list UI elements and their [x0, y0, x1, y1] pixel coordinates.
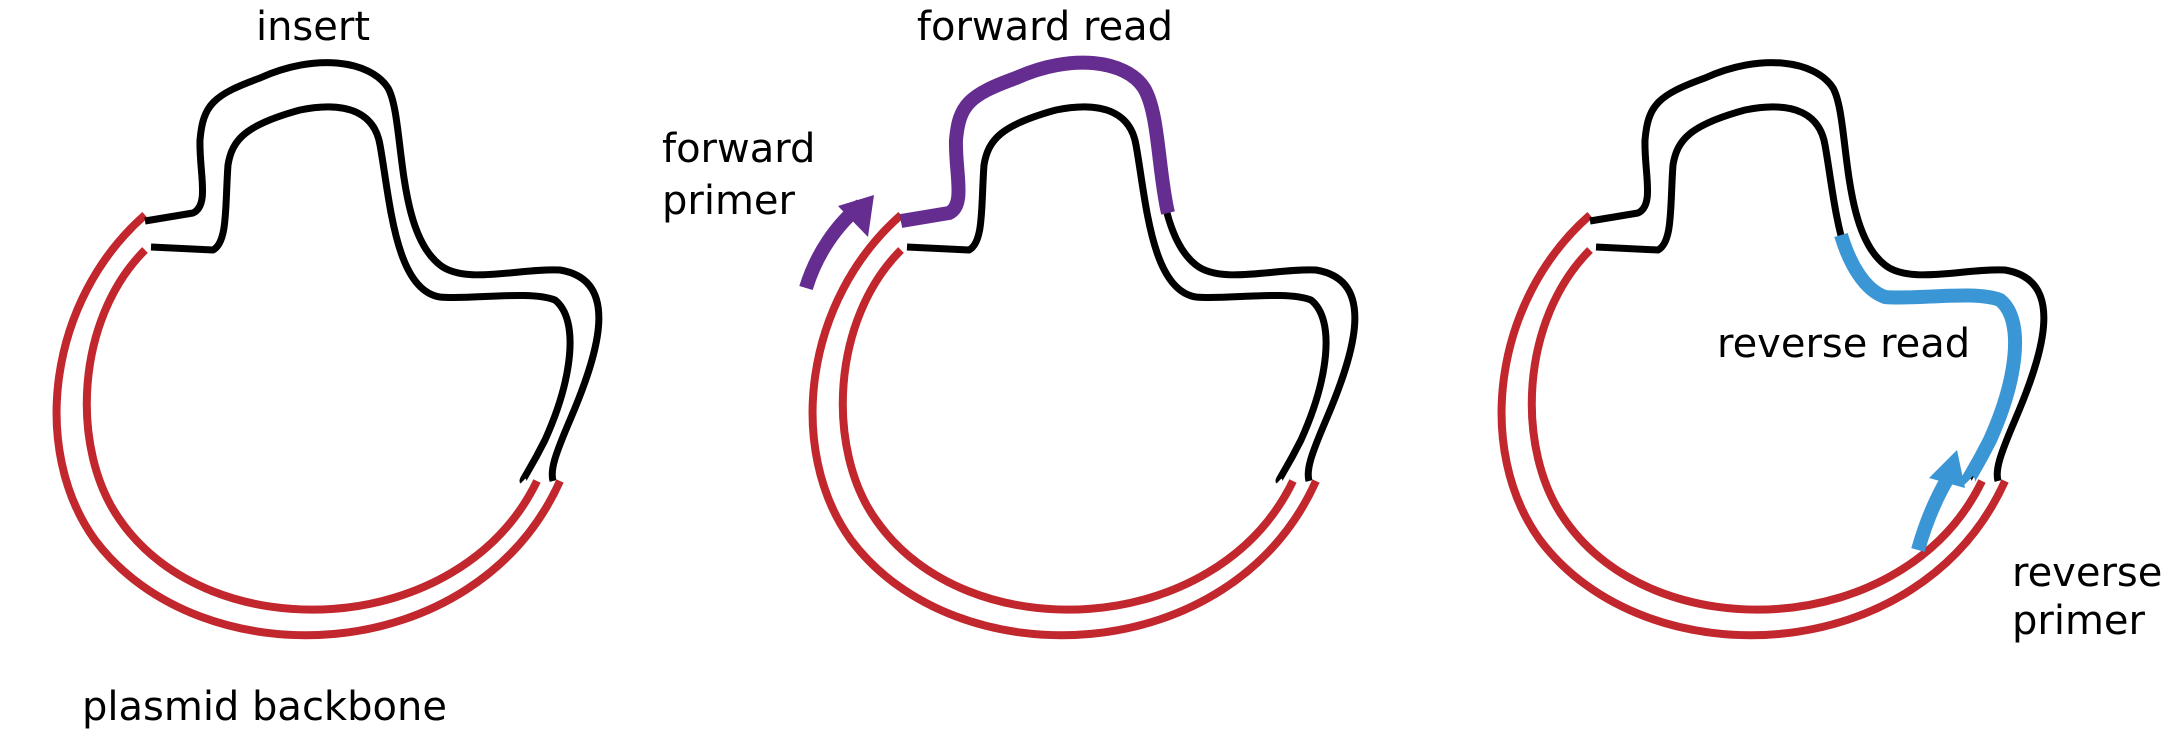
insert-strands [901, 63, 1355, 481]
reverse-primer-arrow [1911, 450, 1965, 552]
forward-read-label: forward read [917, 4, 1173, 50]
reverse-primer-label-line1: reverse [2012, 550, 2161, 596]
panel-forward-read [799, 55, 1355, 636]
panel-reverse-read [1502, 63, 2044, 636]
plasmid-backbone-label: plasmid backbone [82, 684, 447, 730]
panel-plasmid: insert plasmid backbone [57, 4, 599, 730]
forward-read-strand [899, 55, 1175, 228]
reverse-read-strand [1834, 232, 2022, 488]
forward-primer-arrow [799, 195, 874, 291]
reverse-primer-label-line2: primer [2012, 598, 2146, 644]
insert-strands [1590, 63, 2044, 481]
forward-primer-label-line2: primer [662, 178, 796, 224]
insert-strands [145, 63, 599, 481]
reverse-read-label: reverse read [1717, 321, 1970, 367]
insert-label: insert [256, 4, 370, 50]
forward-primer-label-line1: forward [662, 126, 815, 172]
